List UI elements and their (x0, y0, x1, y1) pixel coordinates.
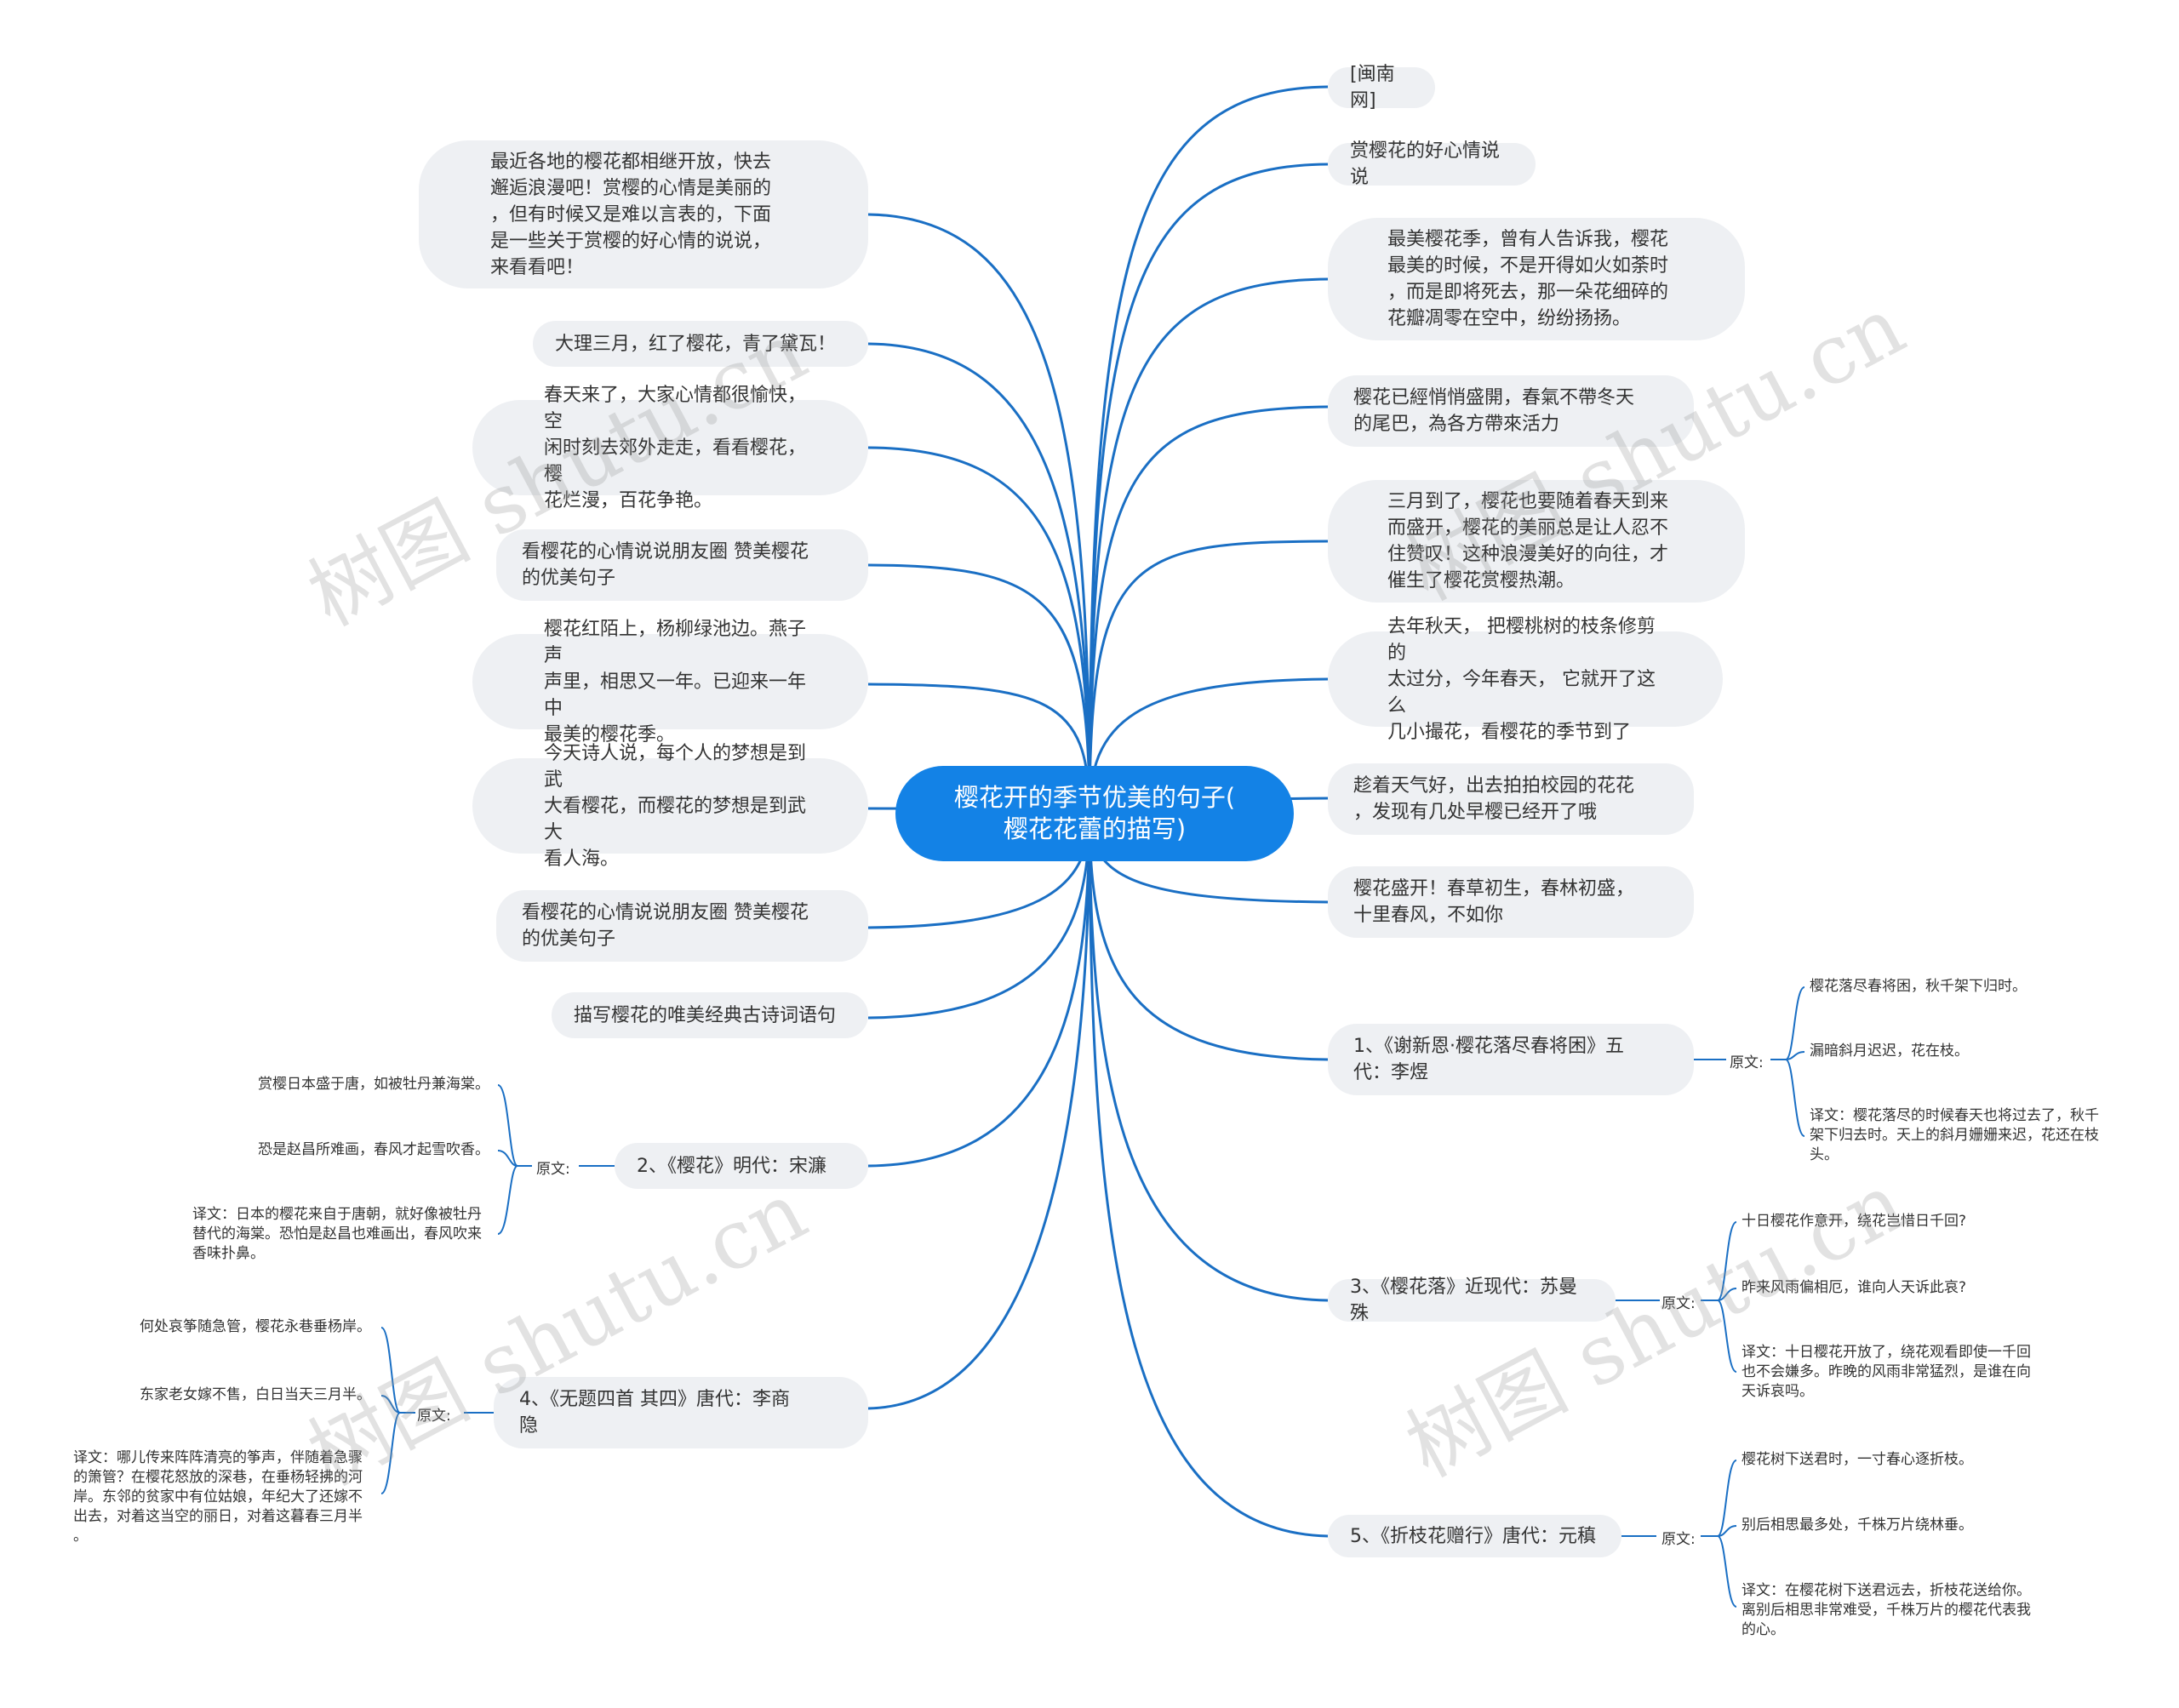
root-topic[interactable]: 樱花开的季节优美的句子( 樱花花蕾的描写) (895, 766, 1294, 861)
poem-5-line-2[interactable]: 别后相思最多处，千株万片绕林垂。 (1741, 1517, 1973, 1534)
poem-connectors (380, 986, 1805, 1608)
right-topic-5[interactable]: 三月到了，樱花也要随着春天到来 而盛开，樱花的美丽总是让人忍不 住赞叹！这种浪漫… (1328, 480, 1745, 603)
left-topic-5[interactable]: 樱花红陌上，杨柳绿池边。燕子声 声里，相思又一年。已迎来一年中 最美的樱花季。 (472, 619, 868, 745)
poem-2-line-2[interactable]: 恐是赵昌所难画，春风才起雪吹香。 (258, 1141, 489, 1158)
poem-5-line-1[interactable]: 樱花树下送君时，一寸春心逐折枝。 (1741, 1451, 1973, 1468)
right-topic-3[interactable]: 最美樱花季，曾有人告诉我，樱花 最美的时候，不是开得如火如荼时 ，而是即将死去，… (1328, 218, 1745, 340)
poem-label-4: 原文: (417, 1408, 451, 1425)
poem-4-line-2[interactable]: 东家老女嫁不售，白日当天三月半。 (140, 1386, 371, 1403)
poem-title-5[interactable]: 5、《折枝花赠行》唐代：元稹 (1328, 1515, 1621, 1557)
right-branches (1088, 85, 1329, 1538)
poem-title-1[interactable]: 1、《谢新恩·樱花落尽春将困》五 代：李煜 (1328, 1024, 1694, 1095)
poem-3-translation[interactable]: 译文：十日樱花开放了，绕花观看即使一千回 也不会嫌多。昨晚的风雨非常猛烈，是谁在… (1741, 1344, 2031, 1400)
left-topic-3[interactable]: 春天来了，大家心情都很愉快，空 闲时刻去郊外走走，看看樱花，樱 花烂漫，百花争艳… (472, 385, 868, 511)
poem-1-translation[interactable]: 译文：樱花落尽的时候春天也将过去了，秋千 架下归去时。天上的斜月姗姗来迟，花还在… (1810, 1107, 2099, 1163)
poem-2-line-1[interactable]: 赏樱日本盛于唐，如被牡丹兼海棠。 (258, 1076, 489, 1093)
poem-2-translation[interactable]: 译文：日本的樱花来自于唐朝，就好像被牡丹 替代的海棠。恐怕是赵昌也难画出，春风吹… (192, 1206, 482, 1262)
poem-5-translation[interactable]: 译文：在樱花树下送君远去，折枝花送给你。 离别后相思非常难受，千株万片的樱花代表… (1741, 1582, 2031, 1638)
poem-title-4[interactable]: 4、《无题四首 其四》唐代：李商 隐 (494, 1377, 868, 1448)
poem-3-line-1[interactable]: 十日樱花作意开，绕花岂惜日千回? (1741, 1213, 1967, 1230)
right-topic-7[interactable]: 趁着天气好，出去拍拍校园的花花 ，发现有几处早樱已经开了哦 (1328, 763, 1694, 835)
left-topic-8[interactable]: 描写樱花的唯美经典古诗词语句 (552, 992, 868, 1038)
poem-1-line-2[interactable]: 漏暗斜月迟迟，花在枝。 (1810, 1043, 1969, 1060)
right-topic-8[interactable]: 樱花盛开！春草初生，春林初盛， 十里春风，不如你 (1328, 866, 1694, 938)
right-topic-2[interactable]: 赏樱花的好心情说说 (1328, 140, 1536, 188)
left-topic-1[interactable]: 最近各地的樱花都相继开放，快去 邂逅浪漫吧！赏樱的心情是美丽的 ，但有时候又是难… (419, 140, 868, 288)
right-topic-6[interactable]: 去年秋天， 把樱桃树的枝条修剪的 太过分，今年春天， 它就开了这么 几小撮花，看… (1328, 616, 1723, 743)
left-topic-6[interactable]: 今天诗人说，每个人的梦想是到武 大看樱花，而樱花的梦想是到武大 看人海。 (472, 743, 868, 870)
right-topic-1[interactable]: [闽南网] (1328, 64, 1435, 111)
poem-label-2: 原文: (536, 1161, 570, 1178)
right-topic-4[interactable]: 樱花已經悄悄盛開，春氣不帶冬天 的尾巴，為各方帶來活力 (1328, 375, 1694, 447)
poem-4-translation[interactable]: 译文：哪儿传来阵阵清亮的筝声，伴随着急骤 的箫管？在樱花怒放的深巷，在垂杨轻拂的… (73, 1449, 363, 1545)
poem-label-5: 原文: (1661, 1531, 1696, 1548)
poem-4-line-1[interactable]: 何处哀筝随急管，樱花永巷垂杨岸。 (140, 1318, 371, 1335)
left-topic-7[interactable]: 看樱花的心情说说朋友圈 赞美樱花 的优美句子 (496, 890, 868, 962)
left-topic-4[interactable]: 看樱花的心情说说朋友圈 赞美樱花 的优美句子 (496, 529, 868, 601)
poem-title-3[interactable]: 3、《樱花落》近现代：苏曼殊 (1328, 1277, 1616, 1324)
poem-1-line-1[interactable]: 樱花落尽春将困，秋千架下归时。 (1810, 978, 2027, 995)
poem-label-3: 原文: (1661, 1295, 1696, 1312)
poem-title-2[interactable]: 2、《樱花》明代：宋濂 (615, 1143, 868, 1189)
poem-label-1: 原文: (1730, 1054, 1764, 1071)
poem-3-line-2[interactable]: 昨来风雨偏相厄，谁向人天诉此哀? (1741, 1279, 1967, 1296)
left-topic-2[interactable]: 大理三月，红了樱花，青了黛瓦！ (533, 321, 868, 367)
